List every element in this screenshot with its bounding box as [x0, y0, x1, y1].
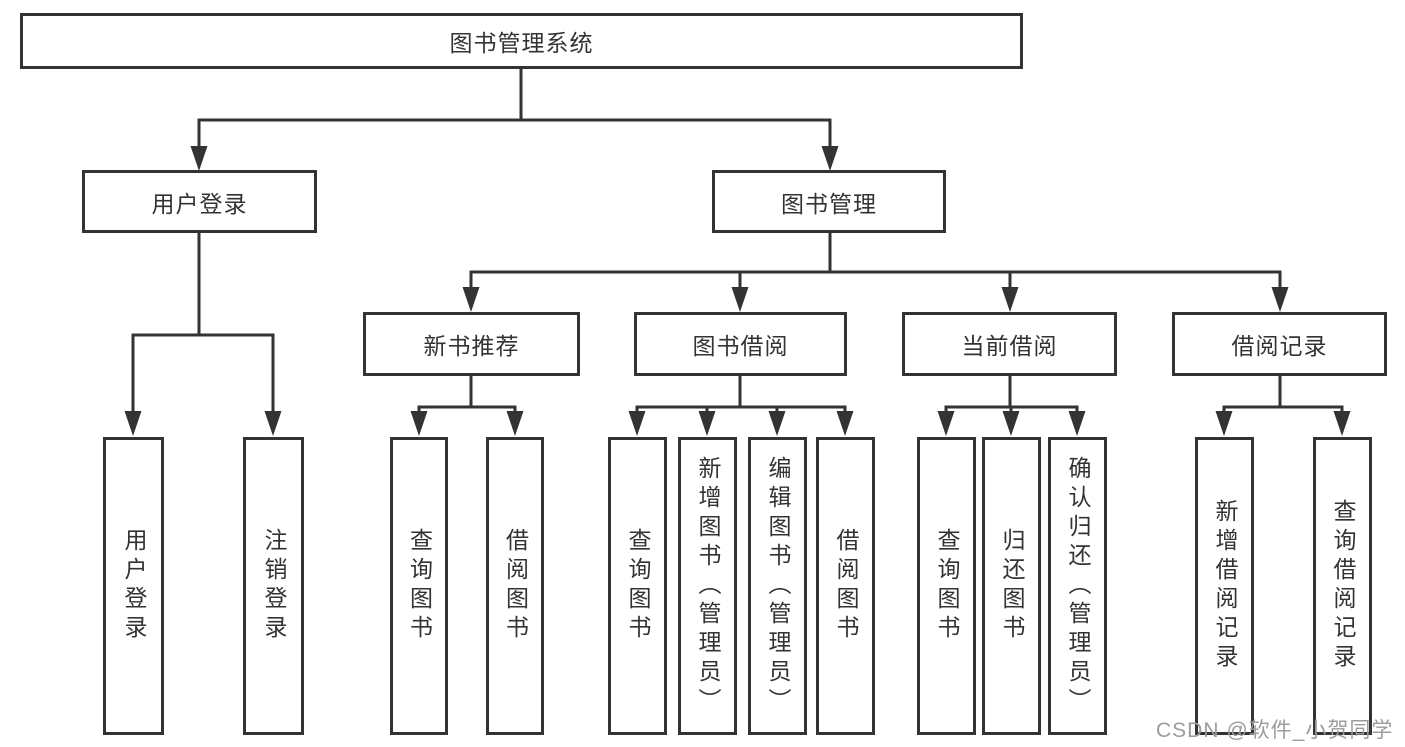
leaf-user-login: 用户登录 [103, 437, 164, 735]
node-borrow-records: 借阅记录 [1172, 312, 1387, 376]
csdn-watermark: CSDN @软件_小贺同学 [1156, 719, 1394, 742]
leaf-borrow-books: 借阅图书 [816, 437, 875, 735]
leaf-edit-books-admin: 编辑图书（管理员） [748, 437, 807, 735]
leaf-borrow-books-recommend: 借阅图书 [486, 437, 544, 735]
leaf-add-borrow-record: 新增借阅记录 [1195, 437, 1254, 735]
leaf-query-books-current: 查询图书 [917, 437, 976, 735]
node-root-system: 图书管理系统 [20, 13, 1023, 69]
leaf-confirm-return-admin: 确认归还（管理员） [1048, 437, 1107, 735]
node-book-borrow: 图书借阅 [634, 312, 847, 376]
leaf-query-books-borrow: 查询图书 [608, 437, 667, 735]
node-current-borrow: 当前借阅 [902, 312, 1117, 376]
node-book-management: 图书管理 [712, 170, 946, 233]
leaf-add-books-admin: 新增图书（管理员） [678, 437, 737, 735]
node-user-login: 用户登录 [82, 170, 317, 233]
leaf-query-borrow-record: 查询借阅记录 [1313, 437, 1372, 735]
leaf-return-books: 归还图书 [982, 437, 1041, 735]
node-new-book-recommend: 新书推荐 [363, 312, 580, 376]
leaf-query-books-recommend: 查询图书 [390, 437, 448, 735]
leaf-logout: 注销登录 [243, 437, 304, 735]
